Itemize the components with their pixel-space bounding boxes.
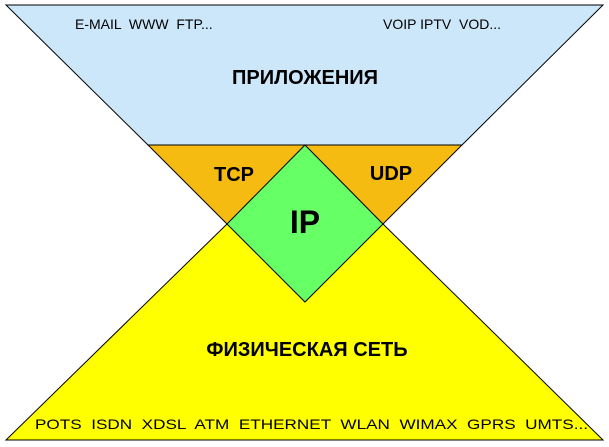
applications-examples-left: E-MAIL WWW FTP...: [75, 16, 213, 32]
applications-examples-right: VOIP IPTV VOD...: [383, 16, 501, 32]
physical-examples: POTS ISDN XDSL ATM ETHERNET WLAN WIMAX G…: [35, 416, 588, 432]
physical-title: ФИЗИЧЕСКАЯ СЕТЬ: [206, 339, 407, 361]
ip-label: IP: [290, 204, 320, 240]
udp-label: UDP: [370, 163, 412, 185]
tcp-label: TCP: [214, 164, 254, 186]
applications-title: ПРИЛОЖЕНИЯ: [232, 67, 378, 89]
ip-layer: [226, 144, 384, 303]
